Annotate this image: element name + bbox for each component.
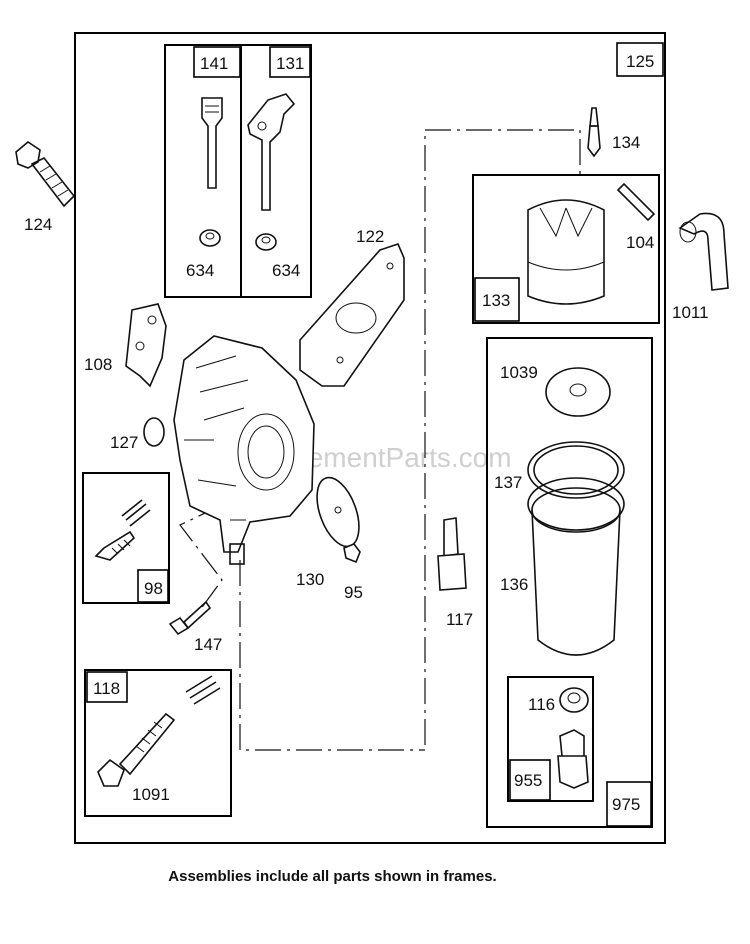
- carburetor-bolt-part: [15, 141, 76, 208]
- part-label-108: 108: [84, 355, 112, 374]
- choke-shaft-part: [199, 97, 223, 247]
- part-label-137: 137: [494, 473, 522, 492]
- dashed-connector-147: [179, 504, 223, 611]
- part-label-117: 117: [446, 610, 473, 629]
- diagram-caption: Assemblies include all parts shown in fr…: [168, 868, 497, 885]
- part-label-1039: 1039: [500, 363, 538, 382]
- part-label-116: 116: [528, 695, 555, 714]
- part-label-104: 104: [626, 233, 654, 252]
- washer-part: [545, 367, 611, 417]
- choke-plate-part: [125, 303, 167, 388]
- bowl-screw-part: [343, 543, 361, 564]
- assembly-141-131-frame: [164, 44, 312, 298]
- part-label-634-left: 634: [186, 261, 214, 280]
- assembly-label-955: 955: [514, 771, 542, 790]
- tag-box-118: [86, 671, 128, 703]
- part-label-634-right: 634: [272, 261, 300, 280]
- assembly-label-118: 118: [93, 679, 120, 698]
- idle-screw-part: [94, 499, 151, 561]
- assembly-label-131: 131: [276, 54, 304, 73]
- carburetor-spacer-part: [299, 243, 405, 387]
- tag-box-975: [606, 781, 652, 827]
- part-label-95: 95: [344, 583, 363, 602]
- part-label-130: 130: [296, 570, 324, 589]
- float-part: [527, 182, 656, 305]
- part-label-1011: 1011: [672, 303, 709, 322]
- diaphragm-part: [316, 476, 360, 548]
- assembly-label-98: 98: [144, 579, 163, 598]
- tag-box-955: [509, 759, 551, 801]
- fuel-fitting-part: [437, 517, 467, 591]
- throttle-shaft-part: [247, 93, 296, 251]
- part-label-124: 124: [24, 215, 52, 234]
- part-label-122: 122: [356, 227, 384, 246]
- fuel-hose-part: [678, 212, 729, 291]
- bowl-nut-part: [557, 687, 589, 789]
- carburetor-body-part: [173, 335, 315, 565]
- part-label-136: 136: [500, 575, 528, 594]
- assembly-98-frame: [82, 472, 170, 604]
- tag-box-98: [137, 569, 169, 603]
- assembly-label-975: 975: [612, 795, 640, 814]
- tag-box-125: [616, 42, 664, 77]
- o-ring-part: [527, 441, 625, 499]
- tag-box-133: [474, 277, 520, 322]
- part-label-134: 134: [612, 133, 640, 152]
- adjustment-screw-part: [97, 675, 221, 787]
- welch-plug-part: [143, 417, 165, 447]
- float-assembly-frame: [472, 174, 660, 324]
- part-label-127: 127: [110, 433, 138, 452]
- fuel-bowl-part: [527, 477, 625, 656]
- dashed-connector-upper: [424, 129, 581, 745]
- assembly-label-125: 125: [626, 52, 654, 71]
- part-label-147: 147: [194, 635, 222, 654]
- assembly-118-frame: [84, 669, 232, 817]
- part-label-1091: 1091: [132, 785, 170, 804]
- assembly-label-133: 133: [482, 291, 510, 310]
- mixture-screw-part: [168, 600, 212, 636]
- assembly-955-frame: [507, 676, 594, 802]
- dashed-connector-lower: [239, 560, 425, 751]
- assembly-label-141: 141: [200, 54, 228, 73]
- main-assembly-frame: [74, 32, 666, 844]
- fuel-bowl-assembly-frame: [486, 337, 653, 828]
- inlet-needle-part: [587, 107, 601, 158]
